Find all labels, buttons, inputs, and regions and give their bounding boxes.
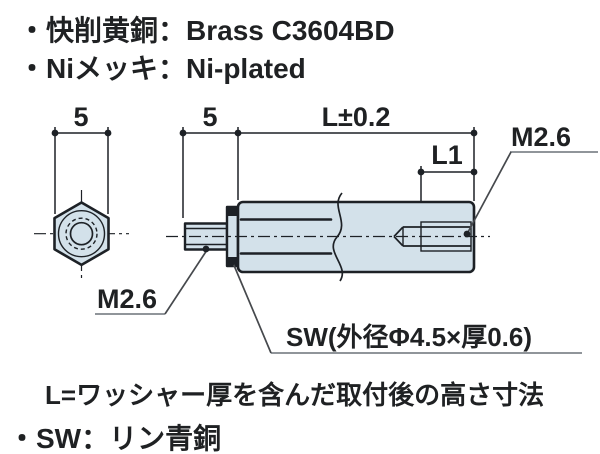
dim-dot xyxy=(179,129,187,137)
note-material: ・快削黄銅：Brass C3604BD xyxy=(18,14,395,46)
dim-dot xyxy=(234,129,242,137)
drill-point-cone xyxy=(393,226,404,247)
dimension-stud-and-overall: 5 L±0.2 xyxy=(179,102,478,218)
dimension-hex-width: 5 xyxy=(51,102,112,214)
dim-text-thread-depth: L1 xyxy=(431,140,463,170)
label-male-thread: M2.6 xyxy=(95,245,210,315)
dim-dot xyxy=(51,129,59,137)
leader-line xyxy=(164,249,208,315)
dim-dot xyxy=(417,168,425,176)
note-washer-material: ・SW：リン青銅 xyxy=(8,422,221,454)
dim-dot xyxy=(470,168,478,176)
leader-line xyxy=(466,151,512,235)
female-thread-text: M2.6 xyxy=(511,122,571,152)
leader-dot xyxy=(202,245,210,253)
dim-dot xyxy=(470,129,478,137)
dim-text-stud-length: 5 xyxy=(202,102,217,132)
dim-dot xyxy=(104,129,112,137)
leader-dot xyxy=(463,230,471,238)
washer-text: SW(外径Φ4.5×厚0.6) xyxy=(286,322,532,352)
side-view xyxy=(166,192,490,282)
washer-top-cap xyxy=(226,207,239,216)
label-female-thread: M2.6 xyxy=(463,122,598,238)
hex-outline xyxy=(53,201,110,267)
chamfer-circle xyxy=(57,209,106,258)
hex-end-view xyxy=(34,190,129,279)
dimension-thread-depth: L1 xyxy=(417,140,478,201)
leader-dot xyxy=(228,258,236,266)
leader-line xyxy=(232,262,272,354)
male-thread-text: M2.6 xyxy=(97,284,157,314)
note-plating: ・Niメッキ：Ni-plated xyxy=(18,53,306,84)
dim-text-overall-length: L±0.2 xyxy=(322,102,391,132)
thread-circle xyxy=(65,217,98,250)
note-length-definition: L=ワッシャー厚を含んだ取付後の高さ寸法 xyxy=(45,380,544,410)
label-washer: SW(外径Φ4.5×厚0.6) xyxy=(228,258,582,354)
tapped-hole-circle xyxy=(69,221,94,246)
dim-text-hex-width: 5 xyxy=(73,102,88,132)
